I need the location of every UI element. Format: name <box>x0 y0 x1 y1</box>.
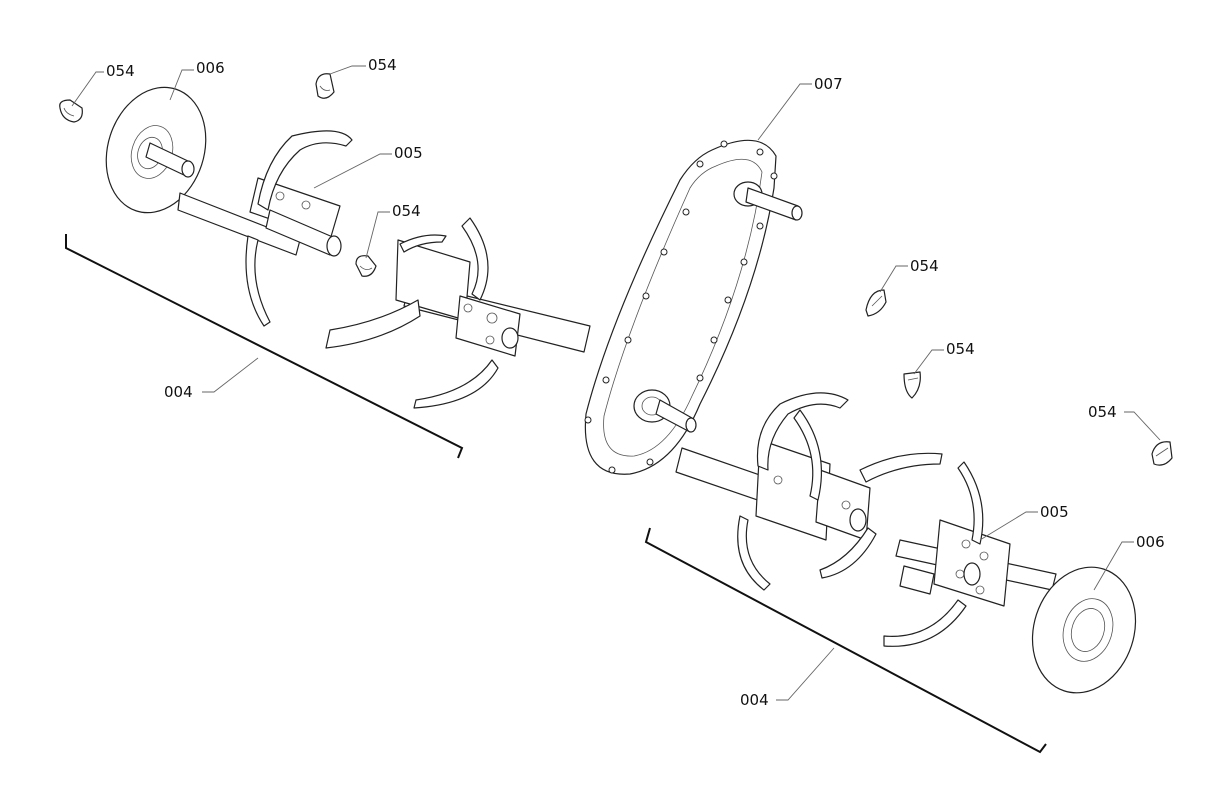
pin-054-right-1 <box>865 289 887 317</box>
left-inner-tine-assembly <box>325 217 591 409</box>
gearbox-housing <box>584 139 803 475</box>
right-side-disc <box>1031 566 1137 694</box>
pin-054-far-right <box>1151 441 1173 466</box>
callout-005-left: 005 <box>394 144 423 162</box>
callout-054-far-right: 054 <box>1088 403 1117 421</box>
callout-054-top-left: 054 <box>106 62 135 80</box>
pin-054-top-center <box>315 73 335 99</box>
callout-007-gearbox: 007 <box>814 75 843 93</box>
left-side-disc <box>105 86 207 214</box>
callout-054-right-2: 054 <box>946 340 975 358</box>
left-tine-assembly-bracket <box>65 234 464 459</box>
right-outer-tine-flange <box>883 461 1057 647</box>
right-inner-tine-assembly <box>675 392 943 591</box>
pin-054-top-left <box>59 99 83 123</box>
callout-054-right-1: 054 <box>910 257 939 275</box>
callout-054-top-center: 054 <box>368 56 397 74</box>
callout-005-right: 005 <box>1040 503 1069 521</box>
right-tine-assembly-bracket <box>644 527 1047 754</box>
pin-054-right-2 <box>903 371 921 399</box>
callout-054-mid-left: 054 <box>392 202 421 220</box>
callout-006-left: 006 <box>196 59 225 77</box>
leader-lines <box>71 65 1161 701</box>
pin-054-mid-left <box>355 255 377 277</box>
callout-004-left: 004 <box>164 383 193 401</box>
callout-006-right: 006 <box>1136 533 1165 551</box>
callout-004-right: 004 <box>740 691 769 709</box>
left-outer-tine-flange <box>177 130 353 327</box>
